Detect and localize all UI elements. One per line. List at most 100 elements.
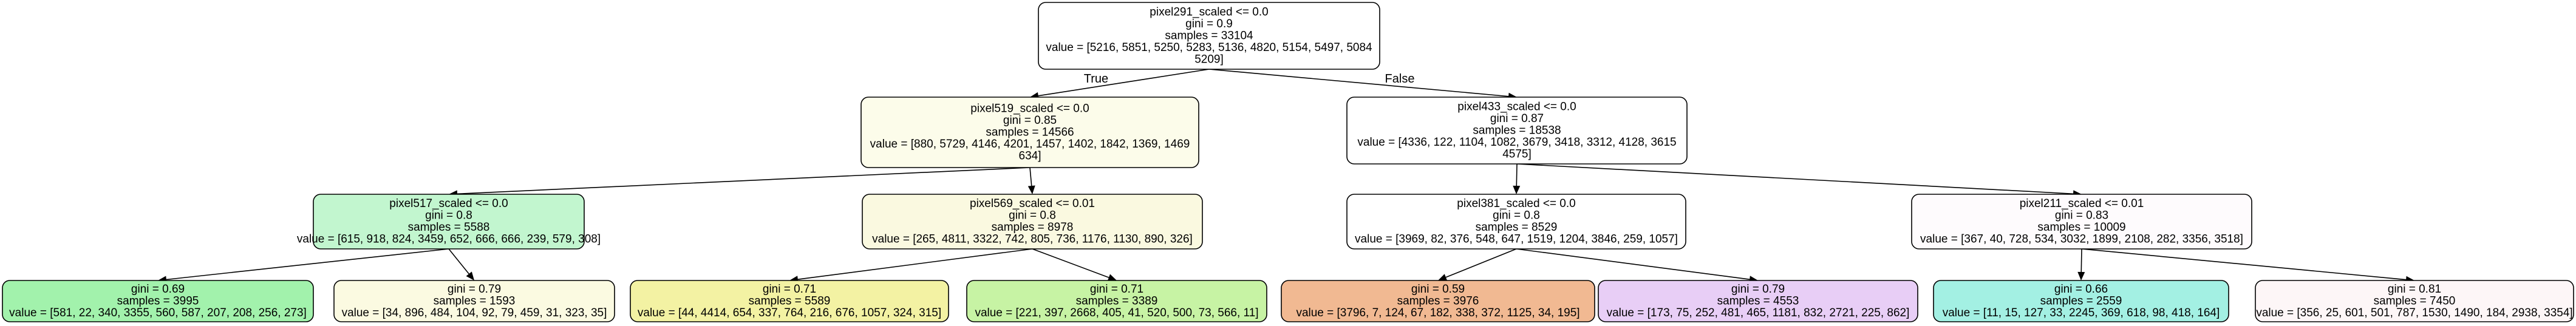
node-text-line: samples = 8978 — [992, 221, 1074, 234]
node-text-line: samples = 3389 — [1076, 294, 1158, 307]
node-box — [862, 194, 1203, 250]
edge-label-true: True — [1084, 72, 1108, 86]
node-text-line: gini = 0.59 — [1411, 283, 1465, 296]
node-text-line: gini = 0.9 — [1185, 18, 1233, 30]
node-box — [860, 97, 1199, 168]
node-text-line: gini = 0.66 — [2054, 283, 2108, 296]
edge-n0-n2 — [1208, 69, 1509, 97]
node-text-line: samples = 3976 — [1397, 294, 1479, 307]
edges-layer — [158, 69, 2414, 284]
node-text-line: gini = 0.8 — [1493, 209, 1540, 222]
node-box — [1346, 194, 1686, 250]
node-text-line: value = [880, 5729, 4146, 4201, 1457, 14… — [870, 138, 1190, 151]
node-text-line: gini = 0.81 — [2388, 283, 2441, 296]
node-text-line: samples = 33104 — [1165, 29, 1253, 42]
node-text-line: samples = 10009 — [2037, 221, 2125, 234]
node-text-line: value = [4336, 122, 1104, 1082, 3679, 34… — [1357, 136, 1676, 149]
node-text-line: gini = 0.71 — [763, 283, 816, 296]
node-box — [1281, 280, 1595, 322]
edge-n2-n6 — [1516, 163, 2074, 195]
node-text-line: pixel433_scaled <= 0.0 — [1457, 100, 1576, 113]
node-text-line: gini = 0.8 — [425, 209, 472, 222]
node-text-line: samples = 5589 — [749, 294, 831, 307]
node-text-line: value = [3969, 82, 376, 548, 647, 1519, … — [1355, 233, 1678, 246]
edge-n4-n9 — [797, 248, 1033, 280]
node-text-line: 5209] — [1194, 53, 1224, 66]
node-box — [966, 280, 1267, 322]
edge-arrowhead-n1-n4 — [1027, 185, 1035, 194]
node-text-line: gini = 0.79 — [448, 283, 501, 296]
node-text-line: 634] — [1019, 149, 1041, 162]
node-box — [1911, 194, 2252, 250]
node-text-line: gini = 0.83 — [2055, 209, 2108, 222]
node-text-line: samples = 18538 — [1473, 124, 1561, 137]
node-text-line: gini = 0.69 — [131, 283, 185, 296]
edge-n0-n1 — [1038, 69, 1210, 97]
edge-label-false: False — [1385, 72, 1415, 86]
node-box — [333, 280, 615, 322]
edge-n3-n8 — [448, 248, 469, 274]
edge-n5-n12 — [1516, 248, 1750, 280]
edge-n3-n7 — [166, 248, 449, 280]
node-text-line: gini = 0.79 — [1731, 283, 1785, 296]
node-box — [1598, 280, 1918, 322]
node-text-line: value = [265, 4811, 3322, 742, 805, 736,… — [872, 233, 1193, 246]
node-text-line: value = [356, 25, 601, 501, 787, 1530, 1… — [2256, 307, 2572, 319]
node-text-line: pixel291_scaled <= 0.0 — [1150, 5, 1268, 18]
edge-arrowhead-n3-n8 — [466, 271, 474, 280]
node-box — [1933, 280, 2229, 322]
edge-arrowhead-n6-n13 — [2077, 271, 2085, 280]
node-box — [1038, 2, 1380, 70]
node-text-line: pixel569_scaled <= 0.01 — [970, 197, 1095, 210]
node-text-line: gini = 0.85 — [1003, 114, 1057, 127]
node-text-line: 4575] — [1502, 148, 1532, 160]
node-text-line: value = [581, 22, 340, 3355, 560, 587, 2… — [9, 307, 307, 319]
node-box — [2255, 280, 2574, 322]
node-text-line: samples = 3995 — [117, 294, 199, 307]
node-text-line: pixel517_scaled <= 0.0 — [389, 197, 508, 210]
node-text-line: value = [5216, 5851, 5250, 5283, 5136, 4… — [1046, 41, 1372, 54]
node-text-line: pixel211_scaled <= 0.01 — [2020, 197, 2144, 210]
edge-n6-n14 — [2081, 248, 2407, 280]
edge-n1-n3 — [457, 167, 1031, 195]
node-text-line: gini = 0.8 — [1009, 209, 1056, 222]
node-text-line: samples = 8529 — [1476, 221, 1558, 234]
node-text-line: samples = 4553 — [1717, 294, 1799, 307]
node-box — [2, 280, 314, 322]
node-text-line: value = [34, 896, 484, 104, 92, 79, 459,… — [342, 307, 607, 319]
edge-n6-n13 — [2080, 248, 2082, 273]
edge-n2-n5 — [1516, 163, 1518, 186]
node-text-line: samples = 1593 — [434, 294, 516, 307]
edge-arrowhead-n2-n5 — [1513, 185, 1521, 194]
edge-n5-n11 — [1445, 248, 1517, 278]
node-text-line: samples = 5588 — [408, 221, 490, 234]
node-text-line: value = [3796, 7, 124, 67, 182, 338, 372… — [1296, 307, 1579, 319]
node-text-line: gini = 0.87 — [1490, 112, 1544, 125]
node-box — [1346, 97, 1688, 165]
node-box — [313, 194, 585, 250]
node-text-line: value = [615, 918, 824, 3459, 652, 666, … — [297, 233, 601, 246]
edge-arrowhead-n5-n11 — [1438, 274, 1448, 281]
node-text-line: samples = 7450 — [2374, 294, 2456, 307]
node-text-line: value = [173, 75, 252, 481, 465, 1181, 8… — [1607, 307, 1910, 319]
node-text-line: value = [11, 15, 127, 33, 2245, 369, 618… — [1943, 307, 2220, 319]
edge-n4-n10 — [1032, 248, 1109, 278]
node-text-line: value = [44, 4414, 654, 337, 764, 216, 6… — [638, 307, 941, 319]
node-text-line: pixel381_scaled <= 0.0 — [1457, 197, 1575, 210]
node-text-line: samples = 14566 — [986, 126, 1074, 138]
